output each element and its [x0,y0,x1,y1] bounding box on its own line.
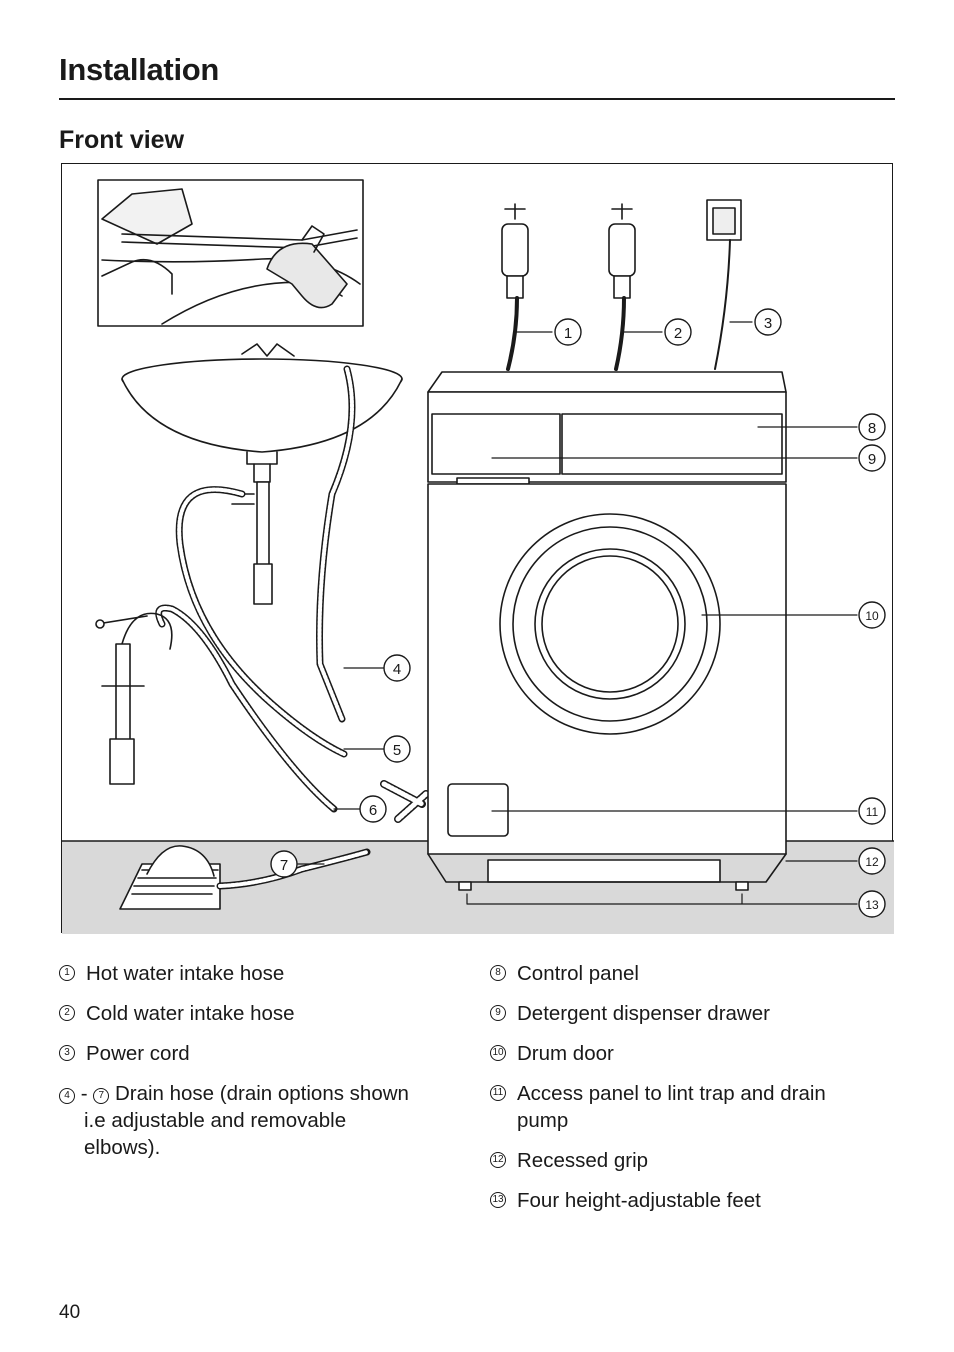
svg-text:3: 3 [764,315,772,332]
svg-text:5: 5 [393,742,401,759]
callout-4: 4 [383,654,411,682]
taps [501,199,742,371]
floor-drain [119,845,371,910]
callout-5: 5 [383,735,411,763]
legend-number: 10 [490,1045,506,1061]
inset-drain-detail [97,179,364,327]
legend-text: Drum door [517,1042,614,1065]
legend-item-9: 9 Detergent dispenser drawer [490,1000,890,1027]
legend-item-8: 8 Control panel [490,960,890,987]
legend-text: Detergent dispenser drawer [517,1002,770,1025]
legend-number: 2 [59,1005,75,1021]
svg-text:8: 8 [868,420,876,437]
legend-text-continued: pump [517,1109,569,1132]
callout-7: 7 [270,850,298,878]
callout-9: 9 [858,444,886,472]
legend-item-3: 3 Power cord [59,1040,469,1067]
legend-number: 7 [93,1088,110,1104]
svg-text:1: 1 [564,325,572,342]
legend-text: Four height-adjustable feet [517,1189,761,1212]
drain-hoses [95,365,430,823]
svg-text:7: 7 [280,857,288,874]
legend-number: 3 [59,1045,75,1061]
legend-text: Control panel [517,962,639,985]
legend-text: Power cord [86,1042,190,1065]
legend-left-column: 1 Hot water intake hose 2 Cold water int… [59,960,469,1174]
callout-11: 11 [858,797,886,825]
washing-machine-front-view-figure: 1 2 3 4 5 6 7 8 9 10 11 12 13 [61,163,894,934]
legend-text: Cold water intake hose [86,1002,295,1025]
callout-10: 10 [858,601,886,629]
page-number: 40 [59,1302,81,1323]
legend-item-10: 10 Drum door [490,1040,890,1067]
callout-2: 2 [664,318,692,346]
legend-number: 9 [490,1005,506,1021]
legend-number: 12 [490,1152,506,1168]
callout-12: 12 [858,847,886,875]
callout-13: 13 [858,890,886,918]
svg-text:6: 6 [369,802,377,819]
legend-text-continued: elbows). [84,1136,161,1159]
washing-machine [427,371,787,891]
legend-item-12: 12 Recessed grip [490,1147,890,1174]
svg-text:11: 11 [866,805,879,819]
callout-6: 6 [359,795,387,823]
legend-text: Hot water intake hose [86,962,285,985]
legend-item-13: 13 Four height-adjustable feet [490,1187,890,1214]
callout-3: 3 [754,308,782,336]
svg-text:13: 13 [865,898,879,912]
installation-diagram: 1 2 3 4 5 6 7 8 9 10 11 12 13 [62,179,894,934]
svg-text:10: 10 [865,609,879,623]
section-heading: Front view [59,126,185,154]
legend-number: 11 [490,1085,506,1101]
legend-number: 8 [490,965,506,981]
legend-text-continued: i.e adjustable and removable [84,1109,347,1132]
legend-number: 4 [59,1088,75,1104]
sink [121,343,403,605]
title-rule [59,98,895,100]
svg-text:4: 4 [393,661,401,678]
legend-text: Recessed grip [517,1149,649,1172]
legend-item-11: 11 Access panel to lint trap and drain p… [490,1080,890,1134]
callout-1: 1 [554,318,582,346]
svg-text:9: 9 [868,451,876,468]
range-dash: - [80,1082,94,1105]
page-title: Installation [59,52,220,87]
svg-text:2: 2 [674,325,682,342]
legend-text: Drain hose (drain options shown [114,1082,409,1105]
legend-number: 13 [490,1192,506,1208]
callout-8: 8 [858,413,886,441]
legend-text: Access panel to lint trap and drain [517,1082,826,1105]
leader-lines [297,321,858,905]
legend-number: 1 [59,965,75,981]
standpipe [101,612,173,785]
callouts: 1 2 3 4 5 6 7 8 9 10 11 12 13 [270,308,886,918]
svg-text:12: 12 [865,855,879,869]
legend-item-4-7: 4 - 7 Drain hose (drain options shown i.… [59,1080,469,1161]
legend-item-2: 2 Cold water intake hose [59,1000,469,1027]
legend-item-1: 1 Hot water intake hose [59,960,469,987]
legend-right-column: 8 Control panel 9 Detergent dispenser dr… [490,960,890,1227]
